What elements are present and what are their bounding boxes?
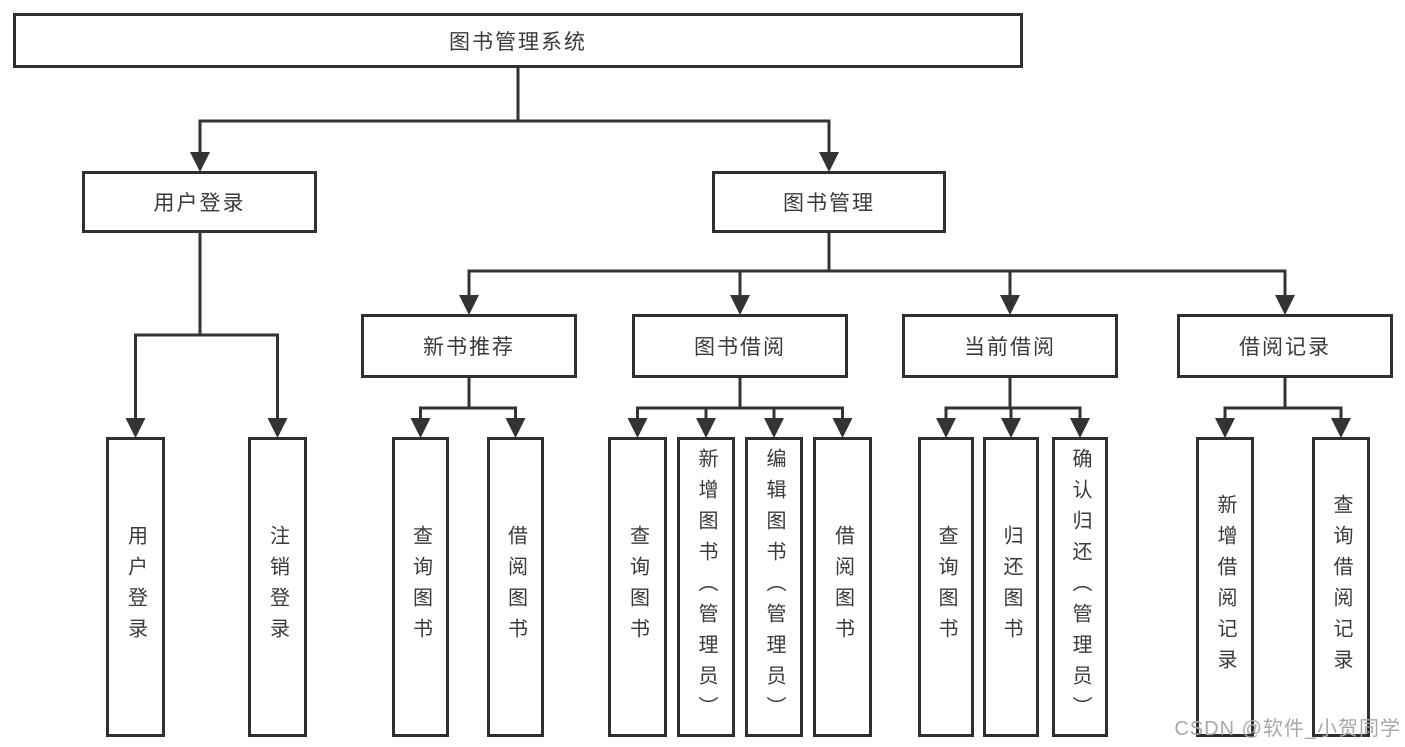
- leaf-edit-book-admin: 编辑图书（管理员）: [745, 437, 803, 737]
- watermark: CSDN @软件_小贺同学: [1174, 718, 1401, 740]
- node-book-management-branch: 图书管理: [712, 171, 946, 233]
- leaf-return-book: 归还图书: [983, 437, 1039, 737]
- leaf-query-book-borrow: 查询图书: [608, 437, 667, 737]
- leaf-confirm-return-admin: 确认归还（管理员）: [1052, 437, 1108, 737]
- node-user-login-branch: 用户登录: [82, 171, 317, 233]
- leaf-query-book-recommend: 查询图书: [392, 437, 449, 737]
- leaf-add-book-admin: 新增图书（管理员）: [677, 437, 735, 737]
- node-current-borrow: 当前借阅: [902, 314, 1118, 378]
- leaf-user-login: 用户登录: [106, 437, 165, 737]
- leaf-add-borrow-record: 新增借阅记录: [1196, 437, 1254, 737]
- node-book-borrow: 图书借阅: [632, 314, 848, 378]
- node-library-management-system: 图书管理系统: [13, 13, 1023, 68]
- leaf-borrow-book-recommend: 借阅图书: [487, 437, 544, 737]
- leaf-borrow-book: 借阅图书: [813, 437, 872, 737]
- leaf-query-borrow-record: 查询借阅记录: [1312, 437, 1370, 737]
- leaf-query-book-current: 查询图书: [918, 437, 974, 737]
- leaf-logout: 注销登录: [248, 437, 307, 737]
- node-new-book-recommend: 新书推荐: [361, 314, 577, 378]
- node-borrow-records: 借阅记录: [1177, 314, 1393, 378]
